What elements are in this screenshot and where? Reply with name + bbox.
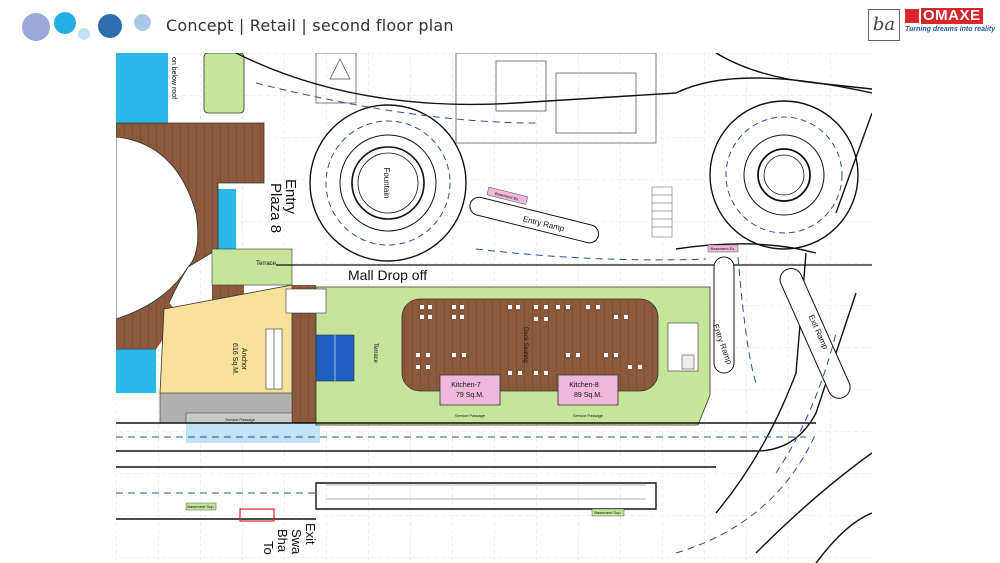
ba-logo: ba [868, 9, 900, 41]
service-passage-1-label: Service Passage [225, 417, 256, 422]
decor-dot-5 [134, 14, 151, 31]
floor-plan: Terrace Service Passage Anchor 616 Sq.M.… [116, 53, 872, 563]
deck-seating-label: Deck Seating [522, 327, 528, 363]
omaxe-mark-icon [905, 9, 919, 23]
atrium-void [116, 136, 199, 320]
lift-core [285, 288, 327, 314]
basement-sup-1: Basement Sup. [185, 502, 217, 511]
entry-plaza-label-group: Entry Plaza 8 [267, 179, 299, 233]
kitchen-7-label: Kitchen-7 [451, 382, 481, 389]
omaxe-tagline: Turning dreams into reality [905, 26, 996, 33]
green-patch [203, 53, 245, 114]
deck-anchor-edge [292, 285, 316, 423]
service-passage-2-label: Service Passage [455, 413, 486, 418]
exit-label-group: Exit [303, 523, 318, 545]
basement-sup-2-label: Basement Sup. [594, 510, 621, 515]
anchor-label-group: Anchor 616 Sq.M. [231, 343, 247, 375]
omaxe-logo-text: OMAXE [921, 7, 983, 24]
terrace-top [211, 248, 293, 286]
decor-dot-4 [98, 14, 122, 38]
adjacent-buildings [315, 53, 657, 144]
seating-markers [416, 305, 642, 375]
entry-plaza-label: Entry [282, 179, 299, 215]
floor-plan-drawing: Terrace Service Passage Anchor 616 Sq.M.… [116, 53, 872, 563]
terrace-mid-label: Terrace [372, 343, 378, 364]
entry-plaza-label-2: Plaza 8 [267, 183, 284, 233]
fountain-label-group: Fountain [382, 167, 391, 198]
kitchen-7-area: 79 Sq.M. [456, 392, 484, 399]
decor-dot-2 [54, 12, 76, 34]
road-edges [116, 53, 872, 563]
red-marker-box [239, 508, 275, 522]
parking-bays [326, 484, 646, 500]
mall-drop-off-label: Mall Drop off [348, 267, 427, 283]
deck-seating-label-group: Deck Seating [522, 327, 528, 363]
entry-ramp-right: Entry Ramp Basement Ex. [707, 244, 739, 374]
below-roof-label: on below roof [170, 57, 177, 99]
ramp-steps [651, 186, 673, 238]
basement-sup-2: Basement Sup. [591, 508, 625, 517]
exit-label-2: Swa [289, 529, 304, 555]
kitchen-7 [439, 374, 501, 406]
fountain-label: Fountain [382, 167, 391, 198]
basement-ex-2-label: Basement Ex. [711, 246, 736, 251]
water-feature-left [116, 349, 156, 393]
exit-label-3: Bha [275, 529, 290, 553]
basement-ex-1-label: Basement Ex. [494, 191, 519, 202]
anchor-glazing [186, 423, 320, 443]
exit-label-4: To [261, 541, 276, 555]
deck-seating [401, 298, 659, 392]
water-channel [216, 189, 236, 249]
fountain-roundabout [309, 104, 467, 262]
traffic-routes [116, 82, 837, 554]
exit-label: Exit [303, 523, 318, 545]
terrace-mid-label-group: Terrace [372, 343, 378, 364]
roundabout-right [709, 100, 859, 250]
kitchen-8 [557, 374, 619, 406]
page-title: Concept | Retail | second floor plan [166, 16, 454, 35]
anchor-label: Anchor [240, 348, 247, 371]
kitchen-8-label: Kitchen-8 [569, 382, 599, 389]
ba-logo-text: ba [872, 14, 896, 35]
slide-header: Concept | Retail | second floor plan ba … [0, 0, 1000, 52]
entry-ramp-top: Entry Ramp Basement Ex. [469, 186, 600, 244]
anchor-area-label: 616 Sq.M. [231, 343, 238, 375]
exit-label-4-group: To [261, 541, 276, 555]
exit-label-2-group: Swa [289, 529, 304, 555]
decor-dot-1 [22, 13, 50, 41]
omaxe-logo: OMAXE Turning dreams into reality [905, 7, 997, 39]
kitchen-8-area: 89 Sq.M. [574, 392, 602, 399]
basement-sup-1-label: Basement Sup. [187, 504, 214, 509]
exit-label-3-group: Bha [275, 529, 290, 553]
terrace-top-label: Terrace [256, 261, 277, 267]
service-passage-3-label: Service Passage [573, 413, 604, 418]
decor-dot-3 [78, 28, 90, 40]
below-roof-label-group: on below roof [170, 57, 177, 99]
water-feature-top [116, 53, 168, 123]
